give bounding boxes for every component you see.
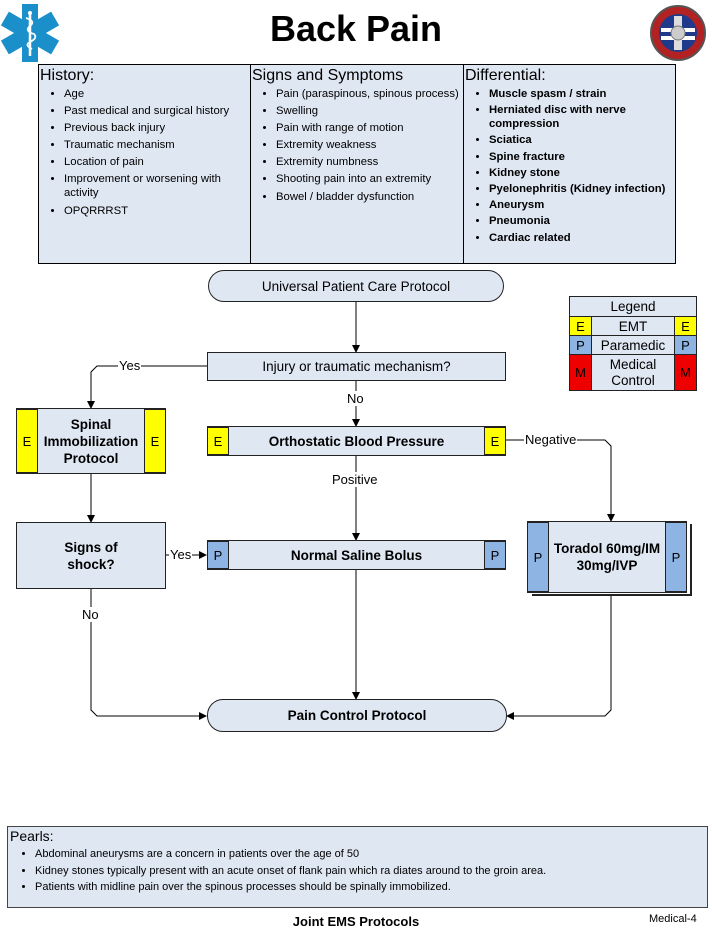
signs-symptoms-box: Signs and Symptoms Pain (paraspinous, sp… <box>250 64 464 264</box>
saline-label: Normal Saline Bolus <box>290 547 423 563</box>
legend-code: P <box>674 336 696 354</box>
list-item: Traumatic mechanism <box>64 138 250 152</box>
spinal-label-line1: Spinal <box>70 416 112 432</box>
legend-row-emt: E EMT E <box>570 316 696 335</box>
page-title: Back Pain <box>269 8 443 49</box>
spinal-label-line3: Protocol <box>63 450 119 466</box>
list-item: Pneumonia <box>489 214 675 228</box>
injury-question-label: Injury or traumatic mechanism? <box>262 359 451 374</box>
connector-shock-no <box>90 588 207 720</box>
list-item: Past medical and surgical history <box>64 104 250 118</box>
legend-row-paramedic: P Paramedic P <box>570 335 696 354</box>
no-label: No <box>81 607 100 622</box>
no-label: No <box>346 391 365 406</box>
yes-label: Yes <box>118 358 142 373</box>
signs-of-shock-node[interactable]: Signs of shock? <box>16 522 166 589</box>
pearls-heading: Pearls: <box>10 828 54 844</box>
legend-label: Medical Control <box>609 356 657 388</box>
history-box: History: Age Past medical and surgical h… <box>38 64 251 264</box>
page-code: Medical-4 <box>649 913 697 925</box>
star-of-life-icon <box>0 2 60 64</box>
legend-code: M <box>570 355 592 390</box>
negative-label: Negative <box>524 432 578 447</box>
connector-toradol-pain <box>506 593 612 720</box>
paramedic-badge: P <box>207 541 229 569</box>
list-item: Muscle spasm / strain <box>489 87 675 101</box>
legend-code: P <box>570 336 592 354</box>
signs-list: Pain (paraspinous, spinous process) Swel… <box>251 87 463 204</box>
list-item: Shooting pain into an extremity <box>276 172 463 186</box>
legend-label: Paramedic <box>600 337 666 353</box>
list-item: Kidney stone <box>489 166 675 180</box>
emt-badge: E <box>207 427 229 455</box>
positive-label: Positive <box>331 472 379 487</box>
legend: Legend E EMT E P Paramedic P M Medical C… <box>569 296 697 391</box>
pain-control-label: Pain Control Protocol <box>287 708 427 723</box>
paramedic-badge: P <box>484 541 506 569</box>
emt-badge: E <box>144 409 166 473</box>
list-item: Abdominal aneurysms are a concern in pat… <box>35 847 707 861</box>
connector-ortho-negative <box>506 439 615 522</box>
list-item: Patients with midline pain over the spin… <box>35 880 707 894</box>
list-item: Pain with range of motion <box>276 121 463 135</box>
pain-control-node[interactable]: Pain Control Protocol <box>207 699 507 732</box>
list-item: Bowel / bladder dysfunction <box>276 190 463 204</box>
spinal-immobilization-node[interactable]: E Spinal Immobilization Protocol E <box>16 408 166 474</box>
list-item: Aneurysm <box>489 198 675 212</box>
legend-title: Legend <box>610 299 656 314</box>
toradol-node[interactable]: P Toradol 60mg/IM 30mg/IVP P <box>527 521 687 593</box>
emt-badge: E <box>16 409 38 473</box>
list-item: Previous back injury <box>64 121 250 135</box>
yes-label: Yes <box>169 547 193 562</box>
spinal-label-line2: Immobilization <box>43 433 139 449</box>
list-item: Cardiac related <box>489 231 675 245</box>
differential-heading: Differential: <box>465 67 546 84</box>
list-item: Swelling <box>276 104 463 118</box>
connector-injury-yes <box>87 365 207 409</box>
orthostatic-bp-node[interactable]: E Orthostatic Blood Pressure E <box>207 426 506 456</box>
emt-badge: E <box>484 427 506 455</box>
pearls-box: Pearls: Abdominal aneurysms are a concer… <box>7 826 708 908</box>
universal-patient-care-node[interactable]: Universal Patient Care Protocol <box>208 270 504 302</box>
differential-list: Muscle spasm / strain Herniated disc wit… <box>464 87 675 245</box>
legend-row-medical-control: M Medical Control M <box>570 354 696 390</box>
list-item: Improvement or worsening with activity <box>64 172 250 200</box>
fire-department-badge-icon <box>647 4 709 62</box>
legend-label: EMT <box>618 318 648 334</box>
list-item: Sciatica <box>489 133 675 147</box>
legend-code: M <box>674 355 696 390</box>
toradol-label-line2: 30mg/IVP <box>576 558 638 573</box>
list-item: OPQRRRST <box>64 204 250 218</box>
paramedic-badge: P <box>527 522 549 592</box>
differential-box: Differential: Muscle spasm / strain Hern… <box>463 64 676 264</box>
list-item: Spine fracture <box>489 150 675 164</box>
orthostatic-label: Orthostatic Blood Pressure <box>268 433 445 449</box>
history-heading: History: <box>40 67 95 84</box>
signs-heading: Signs and Symptoms <box>252 67 404 84</box>
list-item: Extremity weakness <box>276 138 463 152</box>
injury-question-node[interactable]: Injury or traumatic mechanism? <box>207 352 506 381</box>
list-item: Kidney stones typically present with an … <box>35 864 707 878</box>
legend-code: E <box>674 317 696 335</box>
list-item: Pyelonephritis (Kidney infection) <box>489 182 675 196</box>
list-item: Location of pain <box>64 155 250 169</box>
shock-label-line1: Signs of <box>64 539 118 555</box>
legend-code: E <box>570 317 592 335</box>
normal-saline-node[interactable]: P Normal Saline Bolus P <box>207 540 506 570</box>
list-item: Pain (paraspinous, spinous process) <box>276 87 463 101</box>
list-item: Age <box>64 87 250 101</box>
list-item: Extremity numbness <box>276 155 463 169</box>
paramedic-badge: P <box>665 522 687 592</box>
shock-label-line2: shock? <box>67 556 115 572</box>
universal-label: Universal Patient Care Protocol <box>261 278 451 294</box>
footer-title: Joint EMS Protocols <box>292 914 420 929</box>
toradol-label-line1: Toradol 60mg/IM <box>553 541 661 556</box>
history-list: Age Past medical and surgical history Pr… <box>39 87 250 218</box>
list-item: Herniated disc with nerve compression <box>489 103 675 131</box>
pearls-list: Abdominal aneurysms are a concern in pat… <box>8 847 707 894</box>
